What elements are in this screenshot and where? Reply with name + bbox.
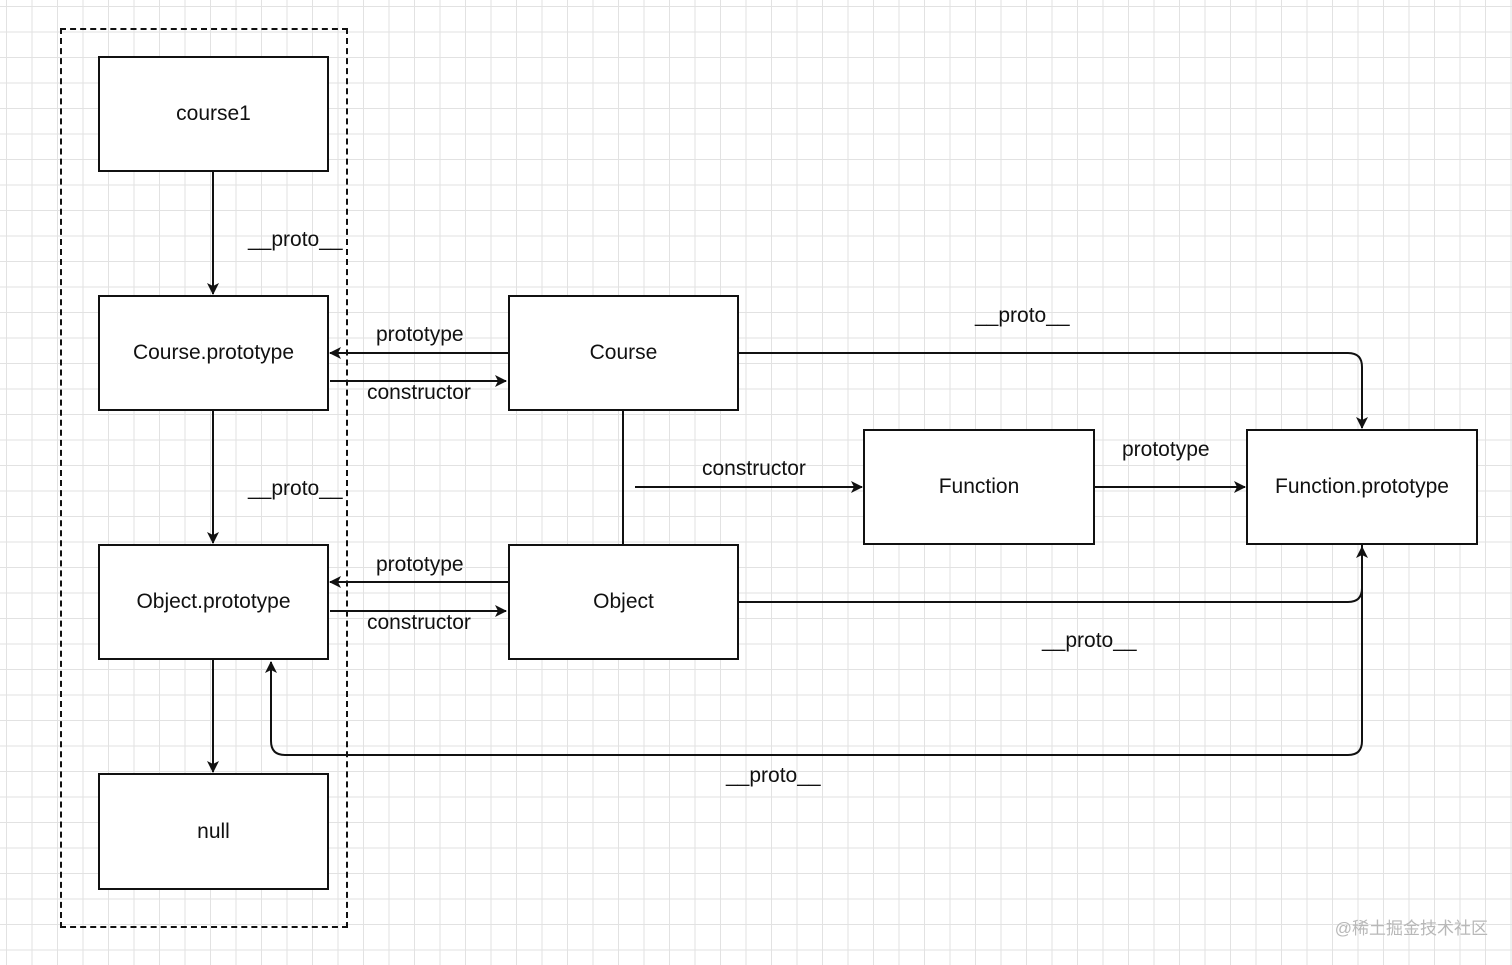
label-function-constructor: constructor: [702, 457, 806, 480]
node-object[interactable]: Object: [508, 544, 739, 660]
node-function-prototype[interactable]: Function.prototype: [1246, 429, 1478, 545]
label-course1-proto: __proto__: [248, 228, 343, 251]
node-course-prototype[interactable]: Course.prototype: [98, 295, 329, 411]
node-course-label: Course: [589, 341, 658, 364]
edge-course-to-function-prototype: [738, 352, 1368, 429]
label-object-constructor-link: constructor: [367, 611, 471, 634]
node-object-label: Object: [593, 590, 654, 613]
node-course[interactable]: Course: [508, 295, 739, 411]
label-course-function-proto: __proto__: [975, 304, 1070, 327]
label-course-prototype-proto: __proto__: [248, 477, 343, 500]
label-course-constructor-link: constructor: [367, 381, 471, 404]
label-object-function-proto: __proto__: [1042, 629, 1137, 652]
node-function-prototype-label: Function.prototype: [1275, 475, 1449, 498]
edge-function-prototype-to-object-prototype: [265, 545, 1363, 756]
node-course1[interactable]: course1: [98, 56, 329, 172]
node-object-prototype[interactable]: Object.prototype: [98, 544, 329, 660]
prototype-chain-group: [60, 28, 348, 928]
node-object-prototype-label: Object.prototype: [136, 590, 291, 613]
label-function-prototype-link: prototype: [1122, 438, 1210, 461]
node-course1-label: course1: [176, 102, 251, 125]
node-null[interactable]: null: [98, 773, 329, 890]
node-null-label: null: [197, 819, 230, 843]
label-course-prototype-link: prototype: [376, 323, 464, 346]
label-function-prototype-object-proto: __proto__: [726, 764, 821, 787]
node-course-prototype-label: Course.prototype: [132, 341, 295, 364]
node-function-label: Function: [938, 475, 1020, 498]
watermark: @稀土掘金技术社区: [1334, 919, 1488, 938]
node-function[interactable]: Function: [863, 429, 1095, 545]
label-object-prototype-link: prototype: [376, 553, 464, 576]
edge-object-to-function-prototype: [738, 546, 1368, 603]
